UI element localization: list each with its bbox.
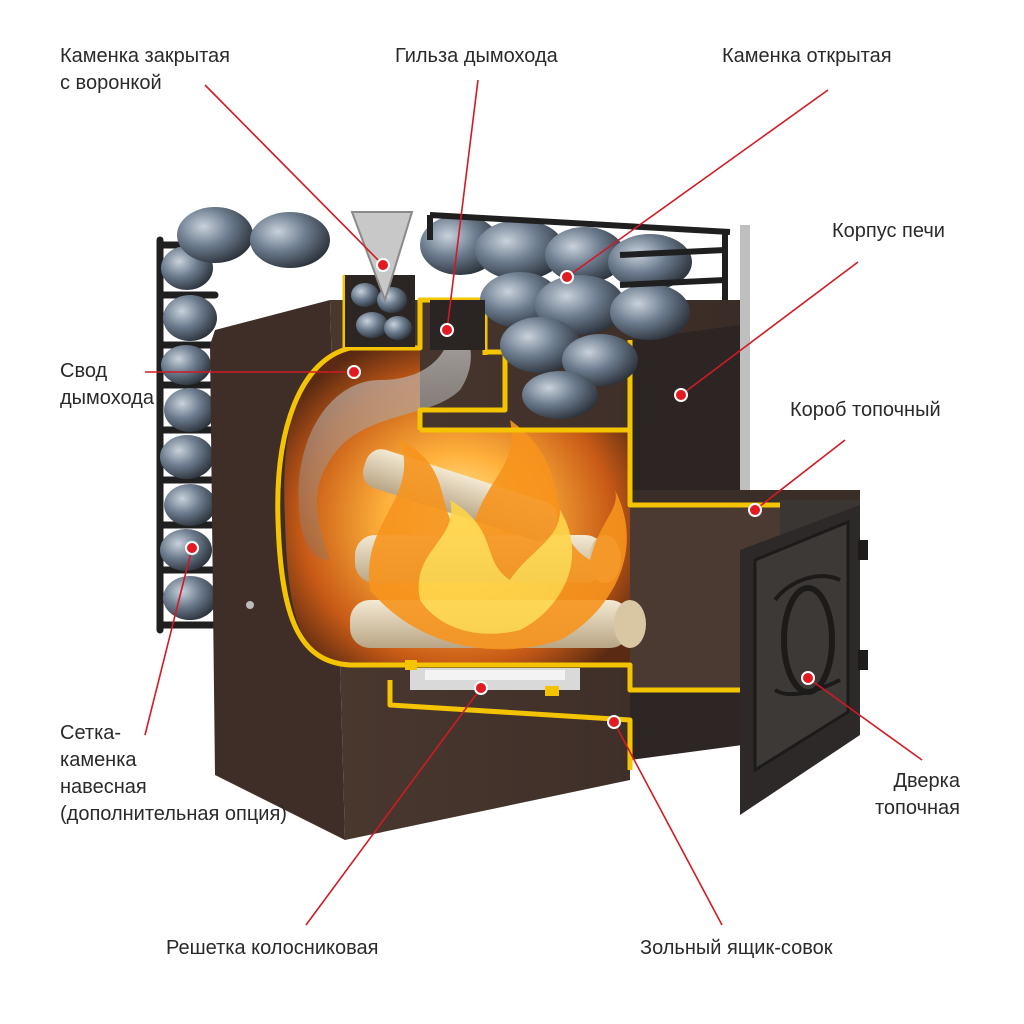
label-firebox-box-line-1: Короб топочный (790, 399, 941, 421)
label-fire-door: Дверка топочная (875, 768, 960, 822)
label-chimney-arch-line-1: Свод (60, 360, 108, 382)
label-mesh-heater-line-4: (дополнительная опция) (60, 803, 287, 825)
dot-stove-body (674, 388, 688, 402)
dot-chimney-sleeve (440, 323, 454, 337)
label-ash-box-line-1: Зольный ящик-совок (640, 937, 833, 959)
dot-mesh-heater (185, 541, 199, 555)
label-stove-body-line-1: Корпус печи (832, 220, 945, 242)
fire-door (740, 500, 868, 815)
dot-fire-door (801, 671, 815, 685)
label-mesh-heater-line-2: каменка (60, 749, 137, 771)
label-closed-heater-line-2: с воронкой (60, 72, 162, 94)
label-mesh-heater-line-1: Сетка- (60, 722, 122, 744)
label-fire-door-line-2: топочная (875, 797, 960, 819)
label-chimney-arch: Свод дымохода (60, 358, 154, 412)
grate (405, 660, 580, 696)
dot-grate (474, 681, 488, 695)
open-heater-rack (427, 212, 731, 300)
label-mesh-heater-line-3: навесная (60, 776, 147, 798)
label-stove-body: Корпус печи (832, 218, 945, 245)
dot-ash-box (607, 715, 621, 729)
dot-chimney-arch (347, 365, 361, 379)
bolt (246, 601, 254, 609)
label-fire-door-line-1: Дверка (893, 770, 960, 792)
label-closed-heater-line-1: Каменка закрытая (60, 45, 230, 67)
label-open-heater-line-1: Каменка открытая (722, 45, 892, 67)
label-chimney-sleeve-line-1: Гильза дымохода (395, 45, 558, 67)
label-chimney-arch-line-2: дымохода (60, 387, 154, 409)
label-ash-box: Зольный ящик-совок (640, 935, 833, 962)
dot-open-heater (560, 270, 574, 284)
label-open-heater: Каменка открытая (722, 43, 892, 70)
label-chimney-sleeve: Гильза дымохода (395, 43, 558, 70)
label-firebox-box: Короб топочный (790, 397, 941, 424)
flames (368, 420, 627, 650)
label-grate-line-1: Решетка колосниковая (166, 937, 379, 959)
leader-dots (185, 258, 815, 729)
firebox-interior (284, 300, 646, 665)
label-mesh-heater: Сетка- каменка навесная (дополнительная … (60, 720, 287, 828)
label-closed-heater: Каменка закрытая с воронкой (60, 43, 230, 97)
chimney-sleeve (430, 300, 485, 350)
leader-lines (144, 79, 923, 926)
dot-firebox-box (748, 503, 762, 517)
open-heater-stones (177, 207, 692, 419)
label-grate: Решетка колосниковая (166, 935, 378, 962)
dot-closed-heater (376, 258, 390, 272)
closed-heater-funnel (345, 211, 415, 347)
